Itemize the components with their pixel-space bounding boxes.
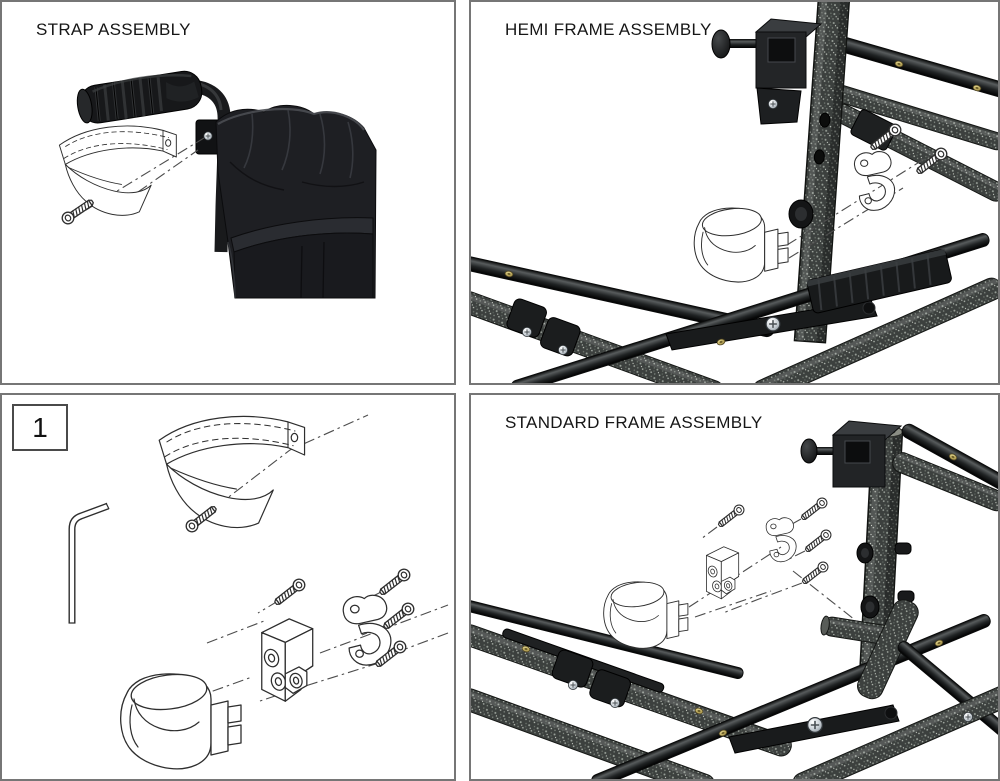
cup-holder-line-art xyxy=(603,578,689,649)
cup-holder-line-art xyxy=(693,204,789,283)
clamp-screw-line-art xyxy=(271,576,308,609)
strap-line-art xyxy=(58,125,177,216)
hemi-frame-assembly-title: HEMI FRAME ASSEMBLY xyxy=(505,20,712,39)
strap-line-art xyxy=(158,415,306,529)
push-handle-grip xyxy=(76,70,203,124)
tube-clamp-line-art xyxy=(765,517,797,563)
armrest-receiver xyxy=(711,18,823,125)
panel-standard-frame-assembly: STANDARD FRAME ASSEMBLY xyxy=(469,393,1000,781)
panel-parts-detail: 1 xyxy=(0,393,456,781)
hemi-frame-post xyxy=(793,2,851,344)
clamp-screw-line-art xyxy=(798,495,830,523)
clamp-screw-line-art xyxy=(799,559,831,587)
step-number: 1 xyxy=(32,411,48,443)
tube-clamp-line-art xyxy=(342,594,392,666)
post-fittings xyxy=(856,542,915,619)
standard-frame-assembly-illustration xyxy=(471,420,998,779)
mounting-block-line-art xyxy=(261,618,314,702)
allen-key xyxy=(68,502,110,624)
panel-hemi-frame-assembly: HEMI FRAME ASSEMBLY xyxy=(469,0,1000,385)
cross-brace-tubes xyxy=(471,599,998,779)
panel-strap-assembly: STRAP ASSEMBLY xyxy=(0,0,456,385)
standard-frame-assembly-title: STANDARD FRAME ASSEMBLY xyxy=(505,413,763,432)
strap-assembly-illustration xyxy=(58,70,377,299)
cup-holder-line-art xyxy=(120,669,242,770)
strap-assembly-title: STRAP ASSEMBLY xyxy=(36,20,191,39)
hemi-frame-assembly-illustration xyxy=(471,2,998,383)
strap-screw-line-art xyxy=(59,196,97,227)
mounting-block-line-art xyxy=(706,546,740,600)
tube-clamp-line-art xyxy=(853,151,896,211)
footplate xyxy=(806,248,952,314)
clamp-screw-line-art xyxy=(715,502,747,530)
seat-rail-hammertone xyxy=(892,452,998,512)
back-upholstery-bag xyxy=(215,105,377,299)
step-number-box: 1 xyxy=(12,404,68,451)
clamp-screw-line-art xyxy=(802,527,834,555)
clamp-screw-line-art xyxy=(376,566,413,599)
adjustment-nut-center xyxy=(795,207,807,221)
parts-detail-illustration xyxy=(68,414,449,770)
armrest-receiver xyxy=(800,420,903,488)
